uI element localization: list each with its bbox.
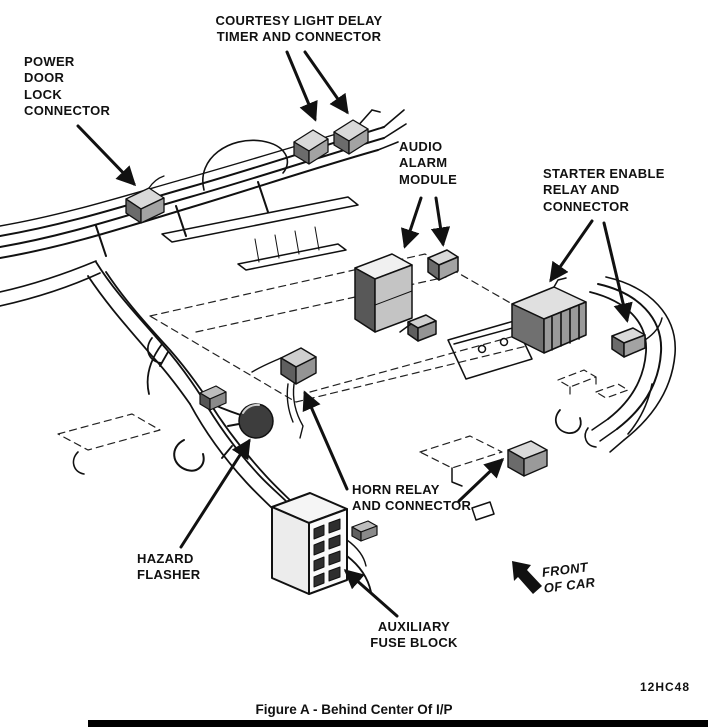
front-of-car-arrow-icon <box>512 561 542 594</box>
audio-alarm-module-shape <box>354 249 459 342</box>
figure-caption: Figure A - Behind Center Of I/P <box>255 702 453 717</box>
mounting-brackets <box>161 196 533 521</box>
figure-code: 12HC48 <box>639 680 690 694</box>
harness-left-branch <box>72 261 297 513</box>
label-courtesy-light-delay-timer: COURTESY LIGHT DELAY TIMER AND CONNECTOR <box>215 13 383 45</box>
inline-connector-shape <box>199 385 227 411</box>
label-horn-relay-and-connector: HORN RELAY AND CONNECTOR <box>352 482 472 514</box>
label-power-door-lock-connector: POWER DOOR LOCK CONNECTOR <box>24 54 111 118</box>
horn-connector-shape <box>251 347 317 439</box>
label-auxiliary-fuse-block: AUXILIARY FUSE BLOCK <box>370 619 458 651</box>
bottom-edge-bar <box>88 720 708 727</box>
label-hazard-flasher: HAZARD FLASHER <box>137 551 201 583</box>
callout-arrows <box>76 50 633 618</box>
label-audio-alarm-module: AUDIO ALARM MODULE <box>399 139 458 187</box>
starter-enable-relay-shape <box>511 277 663 358</box>
hazard-flasher-shape <box>227 403 274 439</box>
courtesy-timer-connector-shapes <box>293 119 369 165</box>
label-front-of-car: FRONT OF CAR <box>541 559 597 597</box>
horn-relay-shape <box>507 440 548 477</box>
instrument-panel-dashed-outline <box>57 253 629 469</box>
fuse-slots <box>313 518 341 588</box>
auxiliary-fuse-block-shape <box>271 492 378 595</box>
power-door-lock-connector-shape <box>125 175 165 224</box>
label-starter-enable-relay: STARTER ENABLE RELAY AND CONNECTOR <box>543 166 665 214</box>
